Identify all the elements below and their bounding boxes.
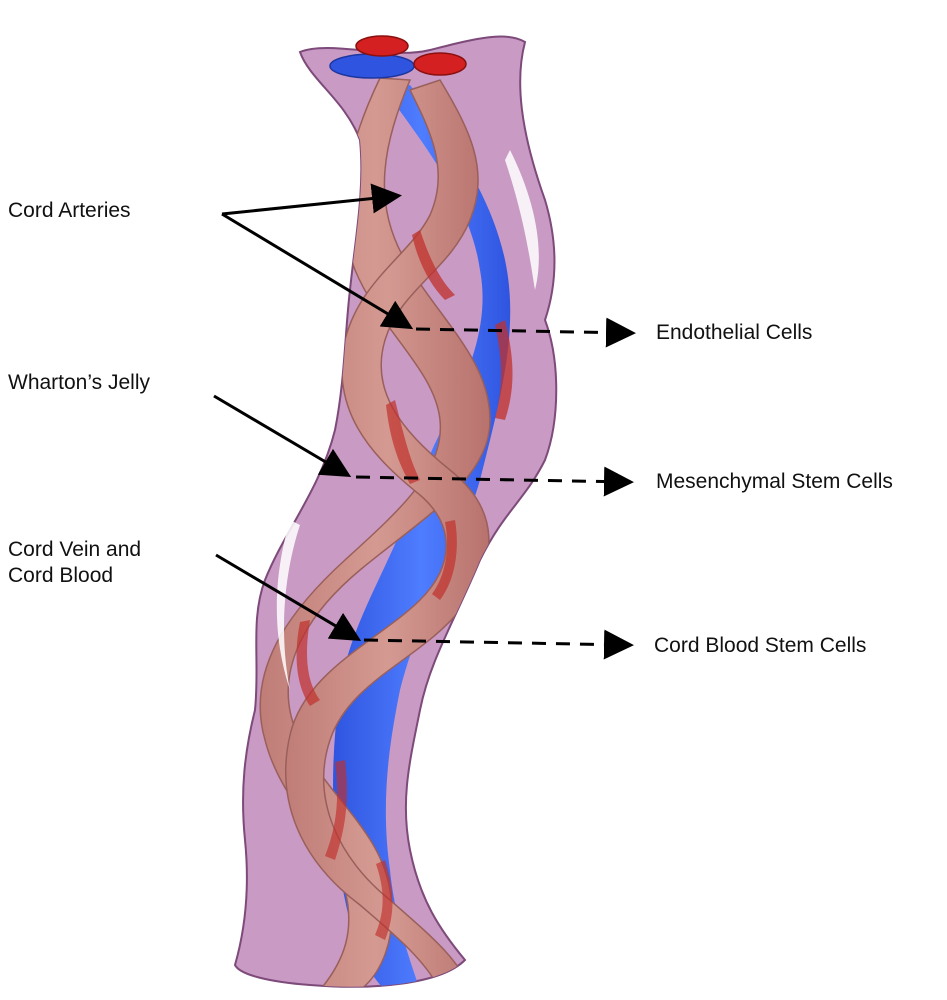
artery-shading-4	[432, 520, 457, 600]
cord-artery-left	[259, 77, 491, 987]
artery-shading-6	[325, 760, 347, 860]
label-cord-blood-stem-cells: Cord Blood Stem Cells	[654, 634, 867, 657]
label-cord-vein-line1: Cord Vein and	[8, 538, 142, 561]
arrow-cord-vein	[215, 553, 362, 642]
label-endothelial-cells: Endothelial Cells	[656, 321, 813, 344]
artery-cut-end-right	[413, 52, 467, 76]
artery-shading-7	[375, 860, 393, 940]
label-cord-arteries: Cord Arteries	[8, 199, 131, 222]
label-mesenchymal-stem-cells: Mesenchymal Stem Cells	[656, 470, 893, 493]
artery-shading-2	[495, 320, 513, 420]
arrow-whartons-jelly	[213, 394, 352, 478]
cord-vein	[333, 85, 511, 987]
artery-shading-1	[412, 230, 455, 300]
dashed-arrow-cord-blood	[363, 629, 634, 660]
dashed-arrow-endothelial	[415, 317, 636, 348]
label-whartons-jelly: Wharton’s Jelly	[8, 371, 150, 394]
arrow-cord-arteries-upper	[221, 183, 402, 216]
artery-cut-end-left	[355, 35, 409, 57]
vein-cut-end	[329, 53, 415, 79]
label-cord-vein-line2: Cord Blood	[8, 564, 114, 587]
artery-shading-3	[386, 400, 420, 484]
dashed-arrow-mesenchymal	[355, 466, 634, 497]
arrow-cord-arteries-lower	[221, 212, 414, 330]
cord-highlight-lower	[276, 520, 300, 690]
artery-shading-5	[296, 620, 320, 706]
cord-highlight-upper	[505, 150, 539, 290]
